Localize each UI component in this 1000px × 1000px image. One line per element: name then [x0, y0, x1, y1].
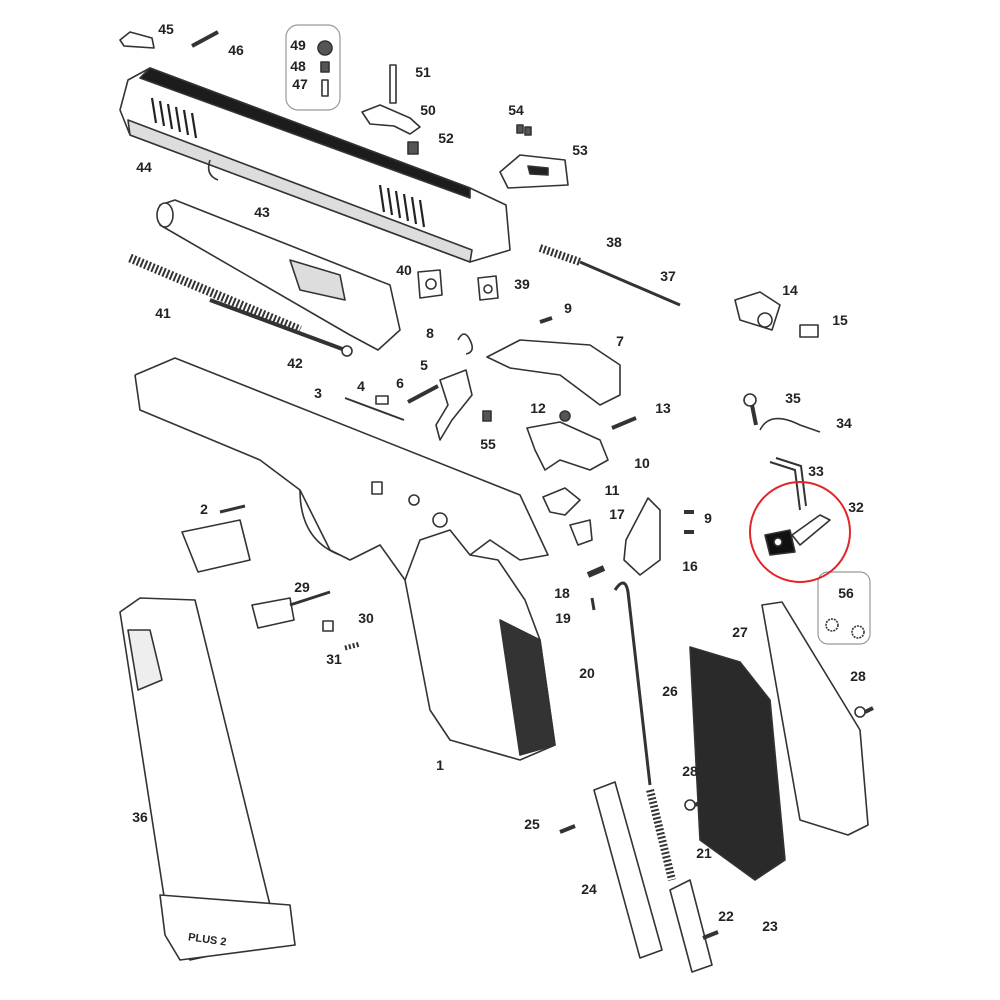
- part-label-44: 44: [136, 159, 152, 175]
- part-label-37: 37: [660, 268, 676, 284]
- part-label-45: 45: [158, 21, 174, 37]
- part-label-17: 17: [609, 506, 625, 522]
- part-label-33: 33: [808, 463, 824, 479]
- part-label-38: 38: [606, 234, 622, 250]
- part-label-36: 36: [132, 809, 148, 825]
- part-label-25: 25: [524, 816, 540, 832]
- frame-part-1: [134, 357, 556, 761]
- part-label-8: 8: [426, 325, 434, 341]
- part-label-53: 53: [572, 142, 588, 158]
- part-label-49: 49: [290, 37, 306, 53]
- part-label-6: 6: [396, 375, 404, 391]
- part-label-14: 14: [782, 282, 798, 298]
- part-label-5: 5: [420, 357, 428, 373]
- part-label-20: 20: [579, 665, 595, 681]
- part-label-32: 32: [848, 499, 864, 515]
- part-label-9: 9: [704, 510, 712, 526]
- slide-part-44: [119, 67, 511, 263]
- part-label-40: 40: [396, 262, 412, 278]
- part-label-7: 7: [616, 333, 624, 349]
- part-label-30: 30: [358, 610, 374, 626]
- part-label-24: 24: [581, 881, 597, 897]
- part-label-26: 26: [662, 683, 678, 699]
- part-label-10: 10: [634, 455, 650, 471]
- part-label-43: 43: [254, 204, 270, 220]
- part-label-56: 56: [838, 585, 854, 601]
- part-label-54: 54: [508, 102, 524, 118]
- part-label-52: 52: [438, 130, 454, 146]
- part-label-28: 28: [850, 668, 866, 684]
- part-label-39: 39: [514, 276, 530, 292]
- magazine-part-36: [119, 597, 296, 961]
- part-label-12: 12: [530, 400, 546, 416]
- highlight-circle-part-32: [749, 481, 851, 583]
- part-label-9: 9: [564, 300, 572, 316]
- part-label-46: 46: [228, 42, 244, 58]
- part-label-15: 15: [832, 312, 848, 328]
- part-label-31: 31: [326, 651, 342, 667]
- part-label-35: 35: [785, 390, 801, 406]
- part-label-50: 50: [420, 102, 436, 118]
- part-label-48: 48: [290, 58, 306, 74]
- part-label-1: 1: [436, 757, 444, 773]
- part-label-3: 3: [314, 385, 322, 401]
- part-label-16: 16: [682, 558, 698, 574]
- part-label-18: 18: [554, 585, 570, 601]
- part-label-21: 21: [696, 845, 712, 861]
- part-label-41: 41: [155, 305, 171, 321]
- part-label-55: 55: [480, 436, 496, 452]
- part-label-23: 23: [762, 918, 778, 934]
- part-label-42: 42: [287, 355, 303, 371]
- part-label-29: 29: [294, 579, 310, 595]
- part-label-2: 2: [200, 501, 208, 517]
- part-label-13: 13: [655, 400, 671, 416]
- part-label-19: 19: [555, 610, 571, 626]
- part-label-28: 28: [682, 763, 698, 779]
- part-label-22: 22: [718, 908, 734, 924]
- part-label-11: 11: [604, 482, 620, 498]
- part-label-47: 47: [292, 76, 308, 92]
- part-label-27: 27: [732, 624, 748, 640]
- part-label-34: 34: [836, 415, 852, 431]
- part-label-4: 4: [357, 378, 365, 394]
- part-label-51: 51: [415, 64, 431, 80]
